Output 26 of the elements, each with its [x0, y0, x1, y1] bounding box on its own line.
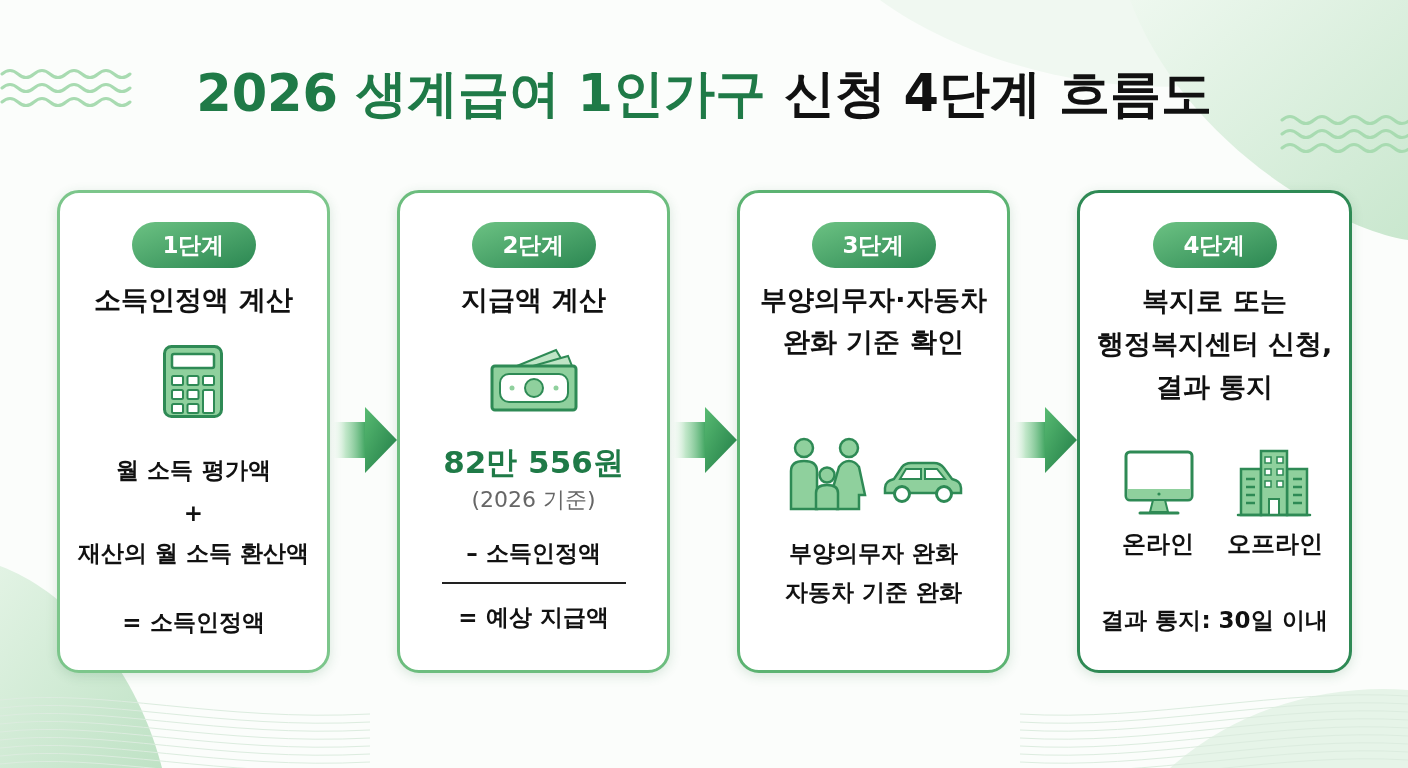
- result-text: = 소득인정액: [122, 608, 265, 637]
- step-card: [57, 190, 330, 673]
- step-heading: 부양의무자·자동차 완화 기준 확인: [759, 283, 988, 359]
- body-text: 월 소득 평가액: [116, 456, 271, 485]
- result-text: = 예상 지급액: [458, 603, 609, 632]
- icon-caption: 오프라인: [1227, 529, 1323, 560]
- step-card: [1077, 190, 1352, 673]
- title: 2026 생계급여 1인가구 신청 4단계 흐름도: [196, 63, 1212, 125]
- step-card: [737, 190, 1010, 673]
- step-badge: 2단계: [471, 222, 596, 268]
- icon-caption: 온라인: [1122, 529, 1194, 560]
- step-badge: 4단계: [1152, 222, 1277, 268]
- step-heading: 소득인정액 계산: [94, 283, 293, 317]
- step-card: [397, 190, 670, 673]
- step-badge: 1단계: [131, 222, 256, 268]
- body-text: 부양의무자 완화: [789, 539, 958, 568]
- step-heading: 복지로 또는 행정복지센터 신청, 결과 통지: [1095, 283, 1334, 404]
- step-badge: 3단계: [811, 222, 936, 268]
- body-text: 결과 통지: 30일 이내: [1101, 606, 1328, 635]
- body-text: 재산의 월 소득 환산액: [78, 539, 309, 568]
- plus-sign: +: [183, 499, 204, 528]
- body-text: 자동차 기준 완화: [785, 578, 962, 607]
- body-text: – 소득인정액: [466, 539, 601, 568]
- note-text: (2026 기준): [471, 486, 596, 514]
- step-heading: 지급액 계산: [461, 283, 606, 317]
- amount-text: 82만 556원: [443, 443, 624, 482]
